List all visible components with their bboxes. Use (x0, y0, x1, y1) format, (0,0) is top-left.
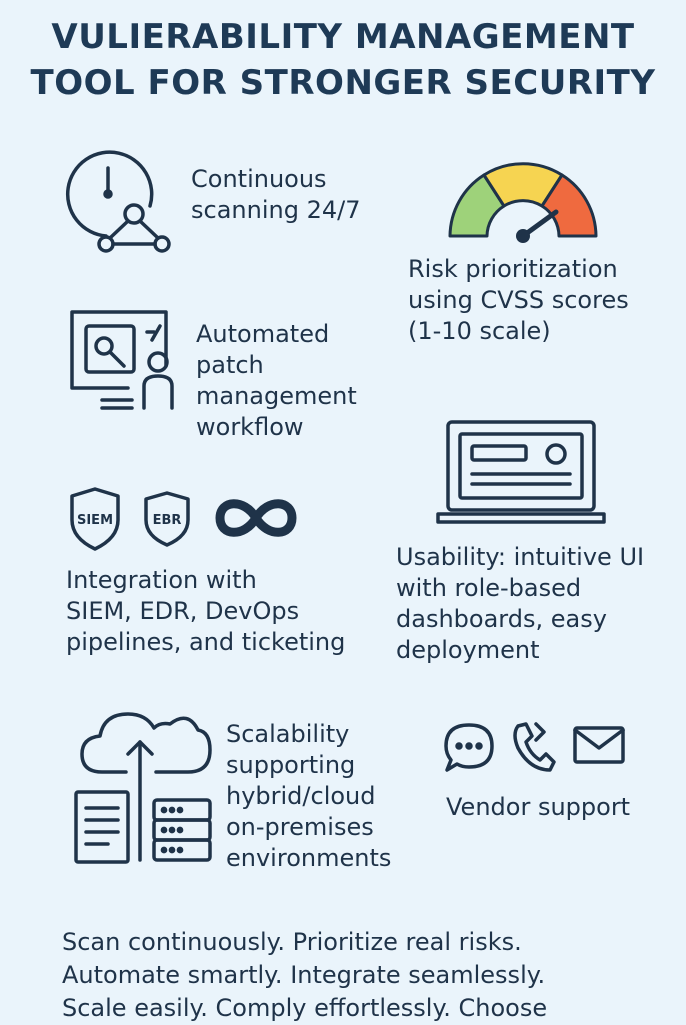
laptop-dashboard-icon (434, 418, 608, 528)
cloud-server-icon (70, 700, 216, 868)
feature-line: supporting (226, 751, 356, 779)
feature-risk-prioritization: Risk prioritization using CVSS scores (1… (408, 254, 629, 347)
tagline-line: Scale easily. Comply effortlessly. Choos… (62, 994, 548, 1022)
phone-icon (510, 720, 556, 776)
feature-line: using CVSS scores (408, 286, 629, 314)
title-line-2: TOOL FOR STRONGER SECURITY (30, 63, 656, 103)
feature-line: deployment (396, 636, 540, 664)
feature-line: with role-based (396, 574, 582, 602)
feature-line: Integration with (66, 566, 257, 594)
feature-line: on-premises (226, 813, 374, 841)
feature-line: environments (226, 844, 392, 872)
feature-line: SIEM, EDR, DevOps (66, 597, 300, 625)
page-title: VULIERABILITY MANAGEMENT TOOL FOR STRONG… (0, 14, 686, 106)
feature-vendor-support: Vendor support (446, 792, 630, 823)
edr-badge-label: EBR (153, 513, 182, 528)
feature-line: dashboards, easy (396, 605, 607, 633)
feature-line: Usability: intuitive UI (396, 543, 645, 571)
tagline-line: Scan continuously. Prioritize real risks… (62, 928, 522, 956)
siem-shield-icon: SIEM (68, 486, 122, 552)
feature-scalability: Scalability supporting hybrid/cloud on-p… (226, 719, 391, 874)
clock-network-icon (62, 148, 174, 258)
feature-line: patch (196, 351, 264, 379)
feature-line: (1-10 scale) (408, 317, 551, 345)
feature-line: hybrid/cloud (226, 782, 376, 810)
edr-shield-icon: EBR (142, 490, 192, 548)
monitor-patch-icon (66, 306, 188, 414)
feature-line: workflow (196, 413, 304, 441)
feature-line: Scalability (226, 720, 350, 748)
chat-icon (442, 720, 496, 774)
tagline: Scan continuously. Prioritize real risks… (62, 926, 547, 1025)
feature-line: Vendor support (446, 793, 631, 821)
gauge-icon (444, 158, 602, 244)
email-icon (572, 724, 626, 766)
feature-line: Risk prioritization (408, 255, 618, 283)
title-line-1: VULIERABILITY MANAGEMENT (51, 17, 635, 57)
feature-line: management (196, 382, 357, 410)
feature-integration: Integration with SIEM, EDR, DevOps pipel… (66, 565, 345, 658)
feature-line: pipelines, and ticketing (66, 628, 346, 656)
feature-line: scanning 24/7 (191, 196, 361, 224)
feature-usability: Usability: intuitive UI with role-based … (396, 542, 644, 666)
feature-patch-management: Automated patch management workflow (196, 319, 357, 443)
siem-badge-label: SIEM (77, 513, 113, 528)
feature-line: Continuous (191, 165, 327, 193)
tagline-line: Automate smartly. Integrate seamlessly. (62, 961, 546, 989)
devops-infinity-icon (214, 492, 298, 544)
feature-continuous-scanning: Continuous scanning 24/7 (191, 164, 360, 226)
feature-line: Automated (196, 320, 330, 348)
